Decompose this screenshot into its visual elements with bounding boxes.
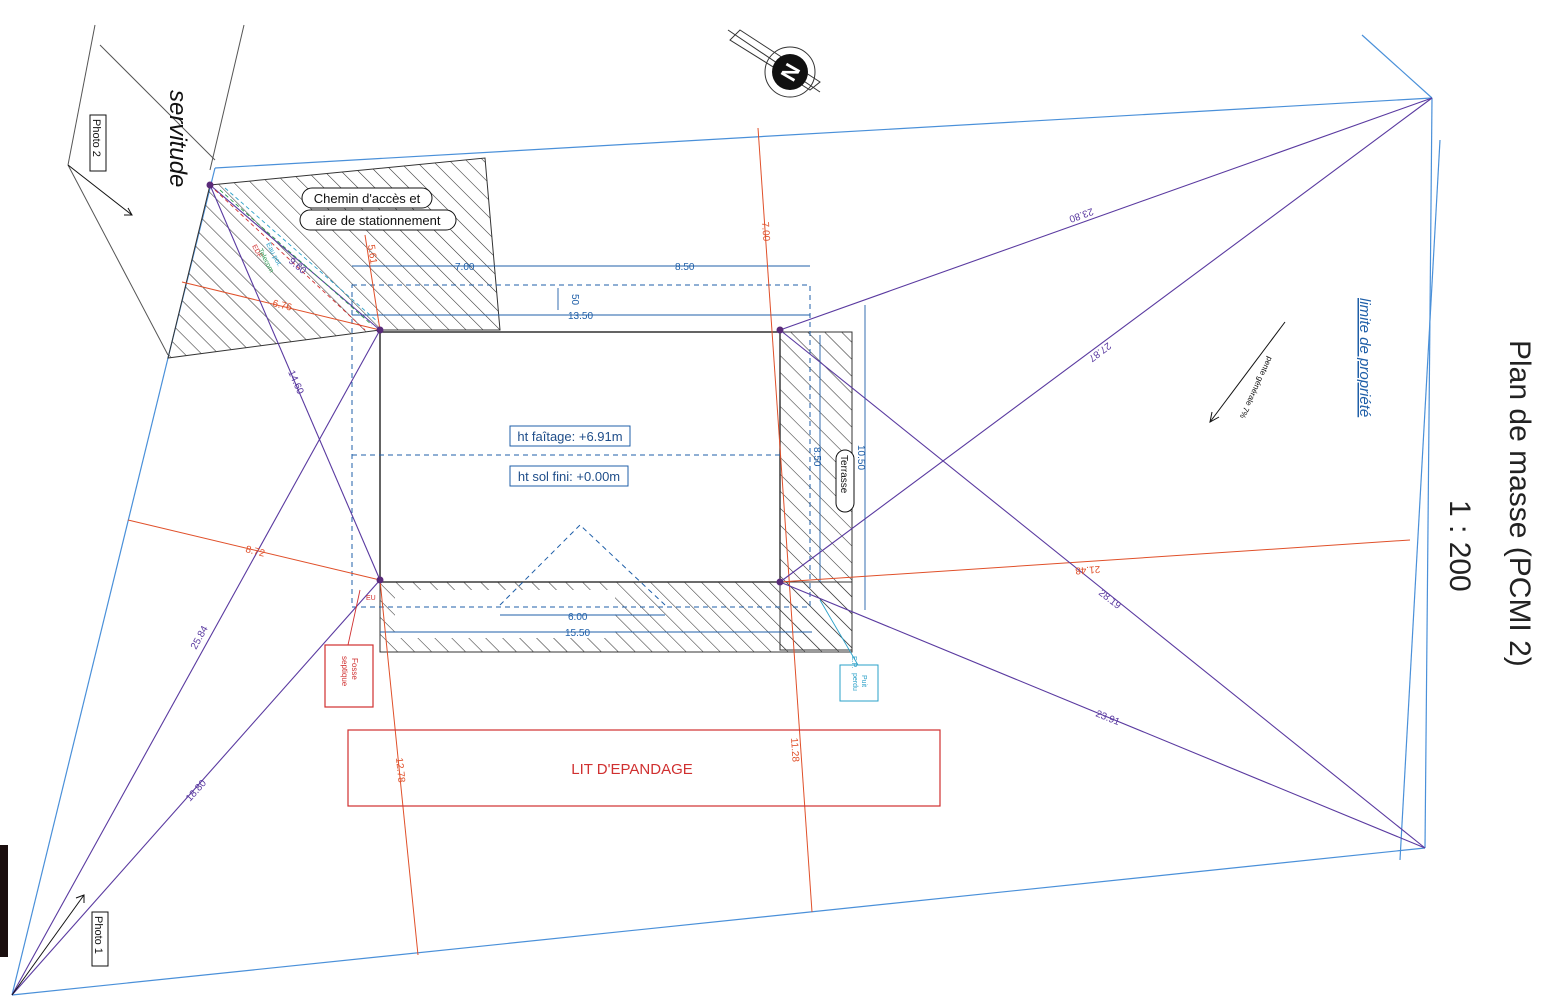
- dim-7-00-vert: 7.00: [759, 221, 771, 242]
- photo-arrows: [11, 164, 133, 996]
- network-lines: [214, 187, 379, 331]
- slope-arrow: [1209, 321, 1286, 423]
- soakaway-label-2: perdu: [851, 673, 858, 691]
- dim-28-19: 28.19: [1096, 588, 1123, 612]
- blue-dimension-lines: [352, 265, 866, 633]
- dim-6-00: 6.00: [568, 612, 588, 623]
- dim-6-76: 6.76: [271, 298, 293, 313]
- photo-2-label: Photo 2: [90, 119, 102, 157]
- purple-dimension-lines: [11, 97, 1433, 996]
- dim-18-80: 18.80: [184, 778, 209, 804]
- plan-title: Plan de masse (PCMI 2): [1503, 340, 1536, 667]
- servitude-lines: [67, 24, 245, 356]
- soakaway: [839, 664, 879, 702]
- photo-1-label: Photo 1: [92, 916, 104, 954]
- spreading-bed: [347, 729, 941, 807]
- terrace-label: Terrasse: [838, 455, 849, 494]
- dim-8-50: 8.50: [675, 262, 695, 273]
- dim-5-61: 5.61: [365, 244, 379, 265]
- slope-label: pente générale 7%: [1238, 355, 1275, 420]
- servitude-label: servitude: [164, 90, 191, 187]
- dim-8-50-b: 8.50: [811, 447, 822, 467]
- dim-15-50: 15.50: [565, 628, 590, 639]
- dim-12-78: 12.78: [393, 757, 407, 783]
- plan-scale: 1 : 200: [1443, 500, 1476, 592]
- survey-points: [206, 181, 784, 586]
- parking-label-2: aire de stationnement: [315, 213, 440, 228]
- orange-dimension-lines: [127, 127, 1411, 956]
- dim-14-60: 14.60: [285, 369, 305, 397]
- dim-25-84: 25.84: [189, 624, 211, 652]
- soakaway-label-1: Puit: [860, 675, 867, 687]
- septic-label-2: septique: [340, 656, 349, 687]
- septic-label-1: Fosse: [350, 658, 359, 680]
- left-edge-bar: [0, 845, 8, 957]
- dim-11-28: 11.28: [788, 737, 801, 762]
- ridge-height: ht faîtage: +6.91m: [517, 429, 622, 444]
- roof-outline: [351, 284, 811, 608]
- dim-23-91: 23.91: [1094, 709, 1122, 729]
- septic-tank: [324, 644, 374, 708]
- eu-label: EU: [366, 595, 376, 602]
- dim-13-50: 13.50: [568, 311, 593, 322]
- dim-10-50: 10.50: [855, 445, 866, 470]
- dim-21-48: 21.48: [1074, 563, 1100, 576]
- north-arrow-icon: N: [727, 29, 821, 98]
- floor-height: ht sol fini: +0.00m: [518, 469, 620, 484]
- dim-50: 50: [569, 294, 580, 306]
- dim-8-72: 8.72: [244, 544, 266, 559]
- dim-23-80: 23.80: [1067, 205, 1095, 224]
- parking-label-1: Chemin d'accès et: [314, 191, 421, 206]
- property-limit-label: limite de propriété: [1356, 298, 1373, 417]
- ep-label: E.P.: [850, 656, 857, 668]
- spreading-bed-label: LIT D'EPANDAGE: [571, 761, 693, 778]
- dim-7-00-top: 7.00: [455, 262, 475, 273]
- house-footprint: [379, 331, 781, 583]
